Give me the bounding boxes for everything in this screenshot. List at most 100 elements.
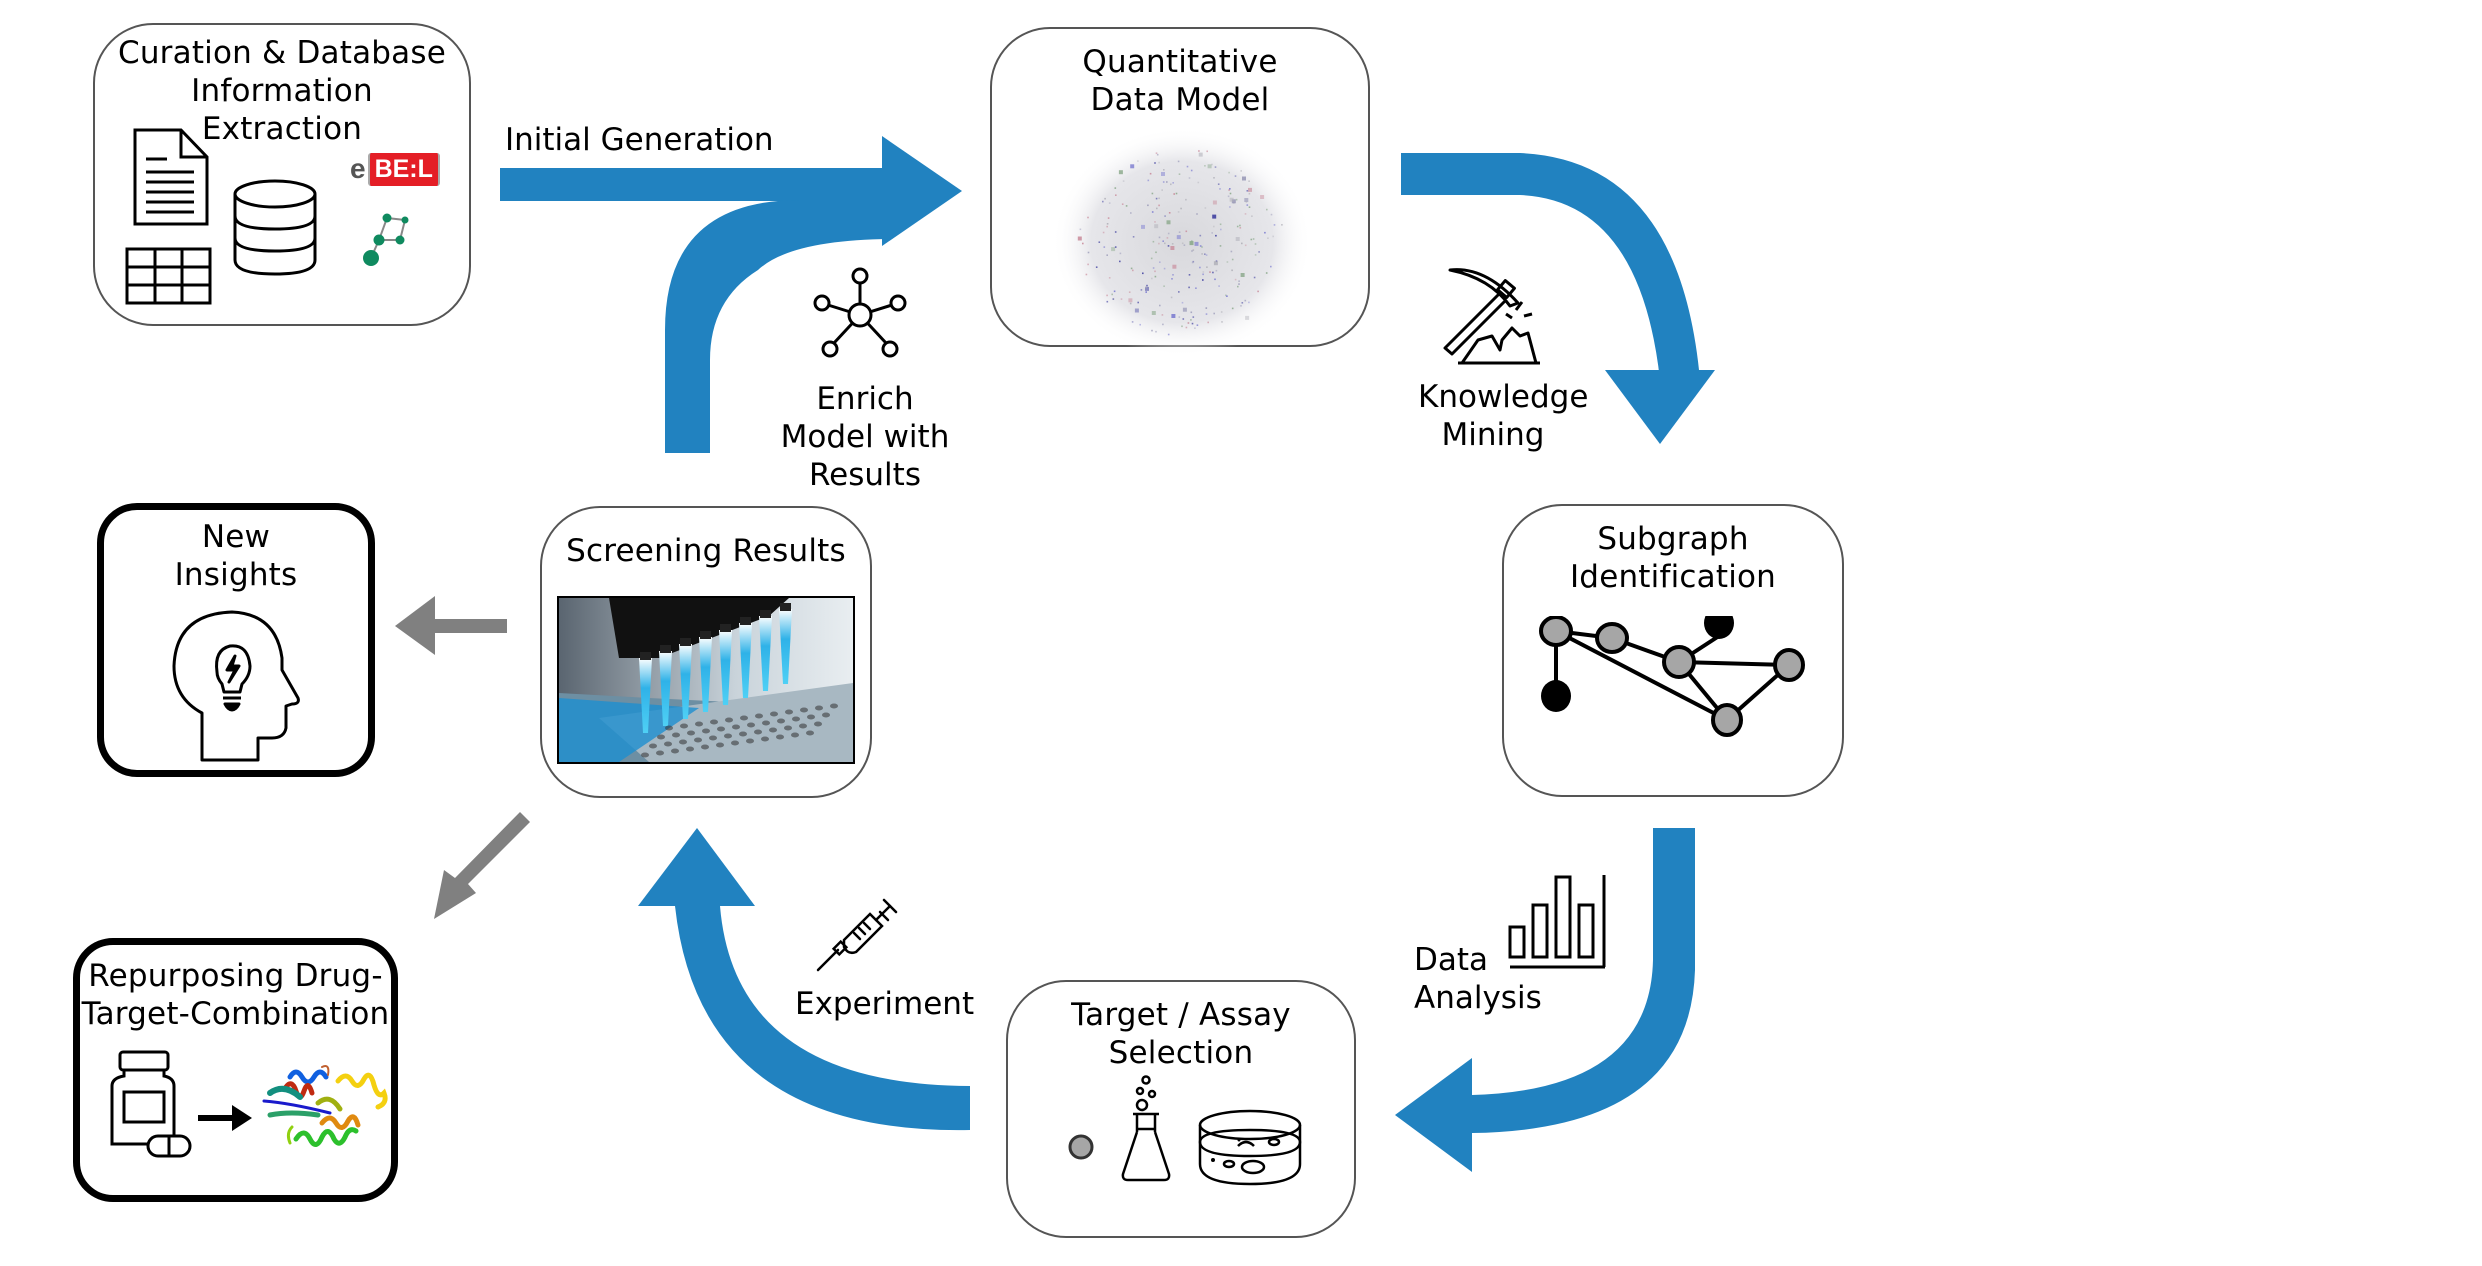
cloud-speck <box>1189 241 1194 246</box>
cloud-speck <box>1164 242 1166 245</box>
cloud-speck <box>1228 189 1230 191</box>
cloud-speck <box>1151 329 1153 332</box>
edge-label-knowledge-mining-1: Knowledge <box>1418 379 1589 415</box>
cloud-speck <box>1134 308 1139 313</box>
node-repurposing-title-1: Repurposing Drug- <box>88 958 383 994</box>
cloud-speck <box>1235 237 1240 241</box>
petri-dish-icon <box>1198 1109 1302 1186</box>
plate-well <box>709 735 717 741</box>
network-cloud-image <box>1052 127 1312 357</box>
plate-well <box>649 743 657 749</box>
plate-well <box>785 709 793 715</box>
cloud-speck <box>1155 330 1157 333</box>
cloud-speck <box>1161 172 1165 176</box>
cloud-speck <box>1163 267 1166 270</box>
cloud-speck <box>1186 165 1189 168</box>
cloud-speck <box>1154 275 1157 278</box>
plate-well <box>701 744 709 750</box>
cloud-speck <box>1188 286 1190 289</box>
syringe-icon <box>816 898 898 972</box>
cloud-speck <box>1241 302 1244 304</box>
cloud-speck <box>1128 291 1131 293</box>
cloud-speck <box>1229 188 1231 190</box>
edge-label-enrich-model-1: Enrich <box>816 381 914 417</box>
cloud-speck <box>1154 221 1156 223</box>
node-repurposing: Repurposing Drug- Target-Combination <box>73 938 398 1202</box>
cloud-speck <box>1240 273 1245 277</box>
node-screening: Screening Results <box>540 506 872 798</box>
plate-well <box>687 730 695 736</box>
edge-label-data-analysis-2: Analysis <box>1414 980 1542 1016</box>
cloud-speck <box>1195 287 1197 289</box>
pipette-cap <box>640 652 651 660</box>
cloud-speck <box>1258 251 1260 253</box>
cloud-speck <box>1115 194 1117 196</box>
node-new-insights: New Insights <box>97 503 375 777</box>
cloud-speck <box>1231 258 1234 261</box>
cloud-speck <box>1139 323 1141 326</box>
pill-bottle-icon <box>110 1050 192 1158</box>
bar-chart-icon <box>1508 875 1606 969</box>
cloud-speck <box>1197 181 1200 184</box>
cloud-speck <box>1191 250 1193 252</box>
cloud-speck <box>1212 200 1217 205</box>
node-curation-title-3: Extraction <box>201 111 363 147</box>
plate-well <box>815 705 823 711</box>
plate-well <box>695 721 703 727</box>
arrow-experiment <box>638 828 970 1131</box>
cloud-speck <box>1178 173 1181 175</box>
node-repurposing-title-2: Target-Combination <box>81 996 390 1032</box>
plate-well <box>740 715 748 721</box>
cloud-speck <box>1229 206 1231 208</box>
cloud-speck <box>1171 278 1173 280</box>
node-subgraph-title-2: Identification <box>1569 559 1777 595</box>
cloud-speck <box>1267 237 1269 239</box>
cloud-speck <box>1102 200 1104 203</box>
cloud-speck <box>1250 238 1253 241</box>
cloud-speck <box>1106 254 1108 256</box>
cloud-speck <box>1106 300 1109 303</box>
cloud-speck <box>1155 251 1157 254</box>
cloud-speck <box>1178 316 1181 318</box>
node-curation-title-1: Curation & Database <box>117 35 446 71</box>
cloud-speck <box>1244 244 1247 247</box>
cloud-speck <box>1248 206 1251 208</box>
edge-label-enrich-model-3: Results <box>809 457 921 493</box>
cloud-speck <box>1177 160 1180 163</box>
cloud-speck <box>1166 220 1171 225</box>
cloud-speck <box>1159 261 1161 263</box>
cloud-speck <box>1215 234 1217 237</box>
cloud-speck <box>1226 261 1229 263</box>
cloud-speck <box>1158 236 1161 239</box>
plate-well <box>777 718 785 724</box>
cloud-speck <box>1151 211 1154 213</box>
cloud-speck <box>1272 235 1274 238</box>
cloud-speck <box>1257 290 1259 293</box>
cloud-speck <box>1192 249 1195 251</box>
node-new-insights-title-2: Insights <box>174 557 298 593</box>
cloud-speck <box>1170 246 1175 250</box>
cloud-speck <box>1108 202 1111 204</box>
cloud-speck <box>1192 316 1195 318</box>
cloud-speck <box>1204 253 1206 255</box>
cloud-speck <box>1264 231 1266 234</box>
cloud-speck <box>1190 169 1193 172</box>
cloud-speck <box>1190 311 1193 314</box>
cloud-speck <box>1107 217 1110 219</box>
pipette-tip <box>779 609 792 684</box>
cloud-speck <box>1239 227 1242 229</box>
cloud-speck <box>1248 192 1251 195</box>
cloud-speck <box>1198 150 1200 152</box>
cloud-speck <box>1213 261 1218 266</box>
cloud-speck <box>1192 260 1195 263</box>
cloud-speck <box>1113 290 1116 293</box>
plate-well <box>754 729 762 735</box>
cloud-speck <box>1242 176 1246 181</box>
cloud-speck <box>1149 172 1152 175</box>
cloud-speck <box>1167 232 1170 235</box>
cloud-speck <box>1253 276 1256 279</box>
cloud-speck <box>1194 241 1199 246</box>
cloud-speck <box>1106 225 1108 228</box>
node-curation: Curation & Database Information Extracti… <box>93 23 471 326</box>
pipette-tip <box>739 623 752 698</box>
